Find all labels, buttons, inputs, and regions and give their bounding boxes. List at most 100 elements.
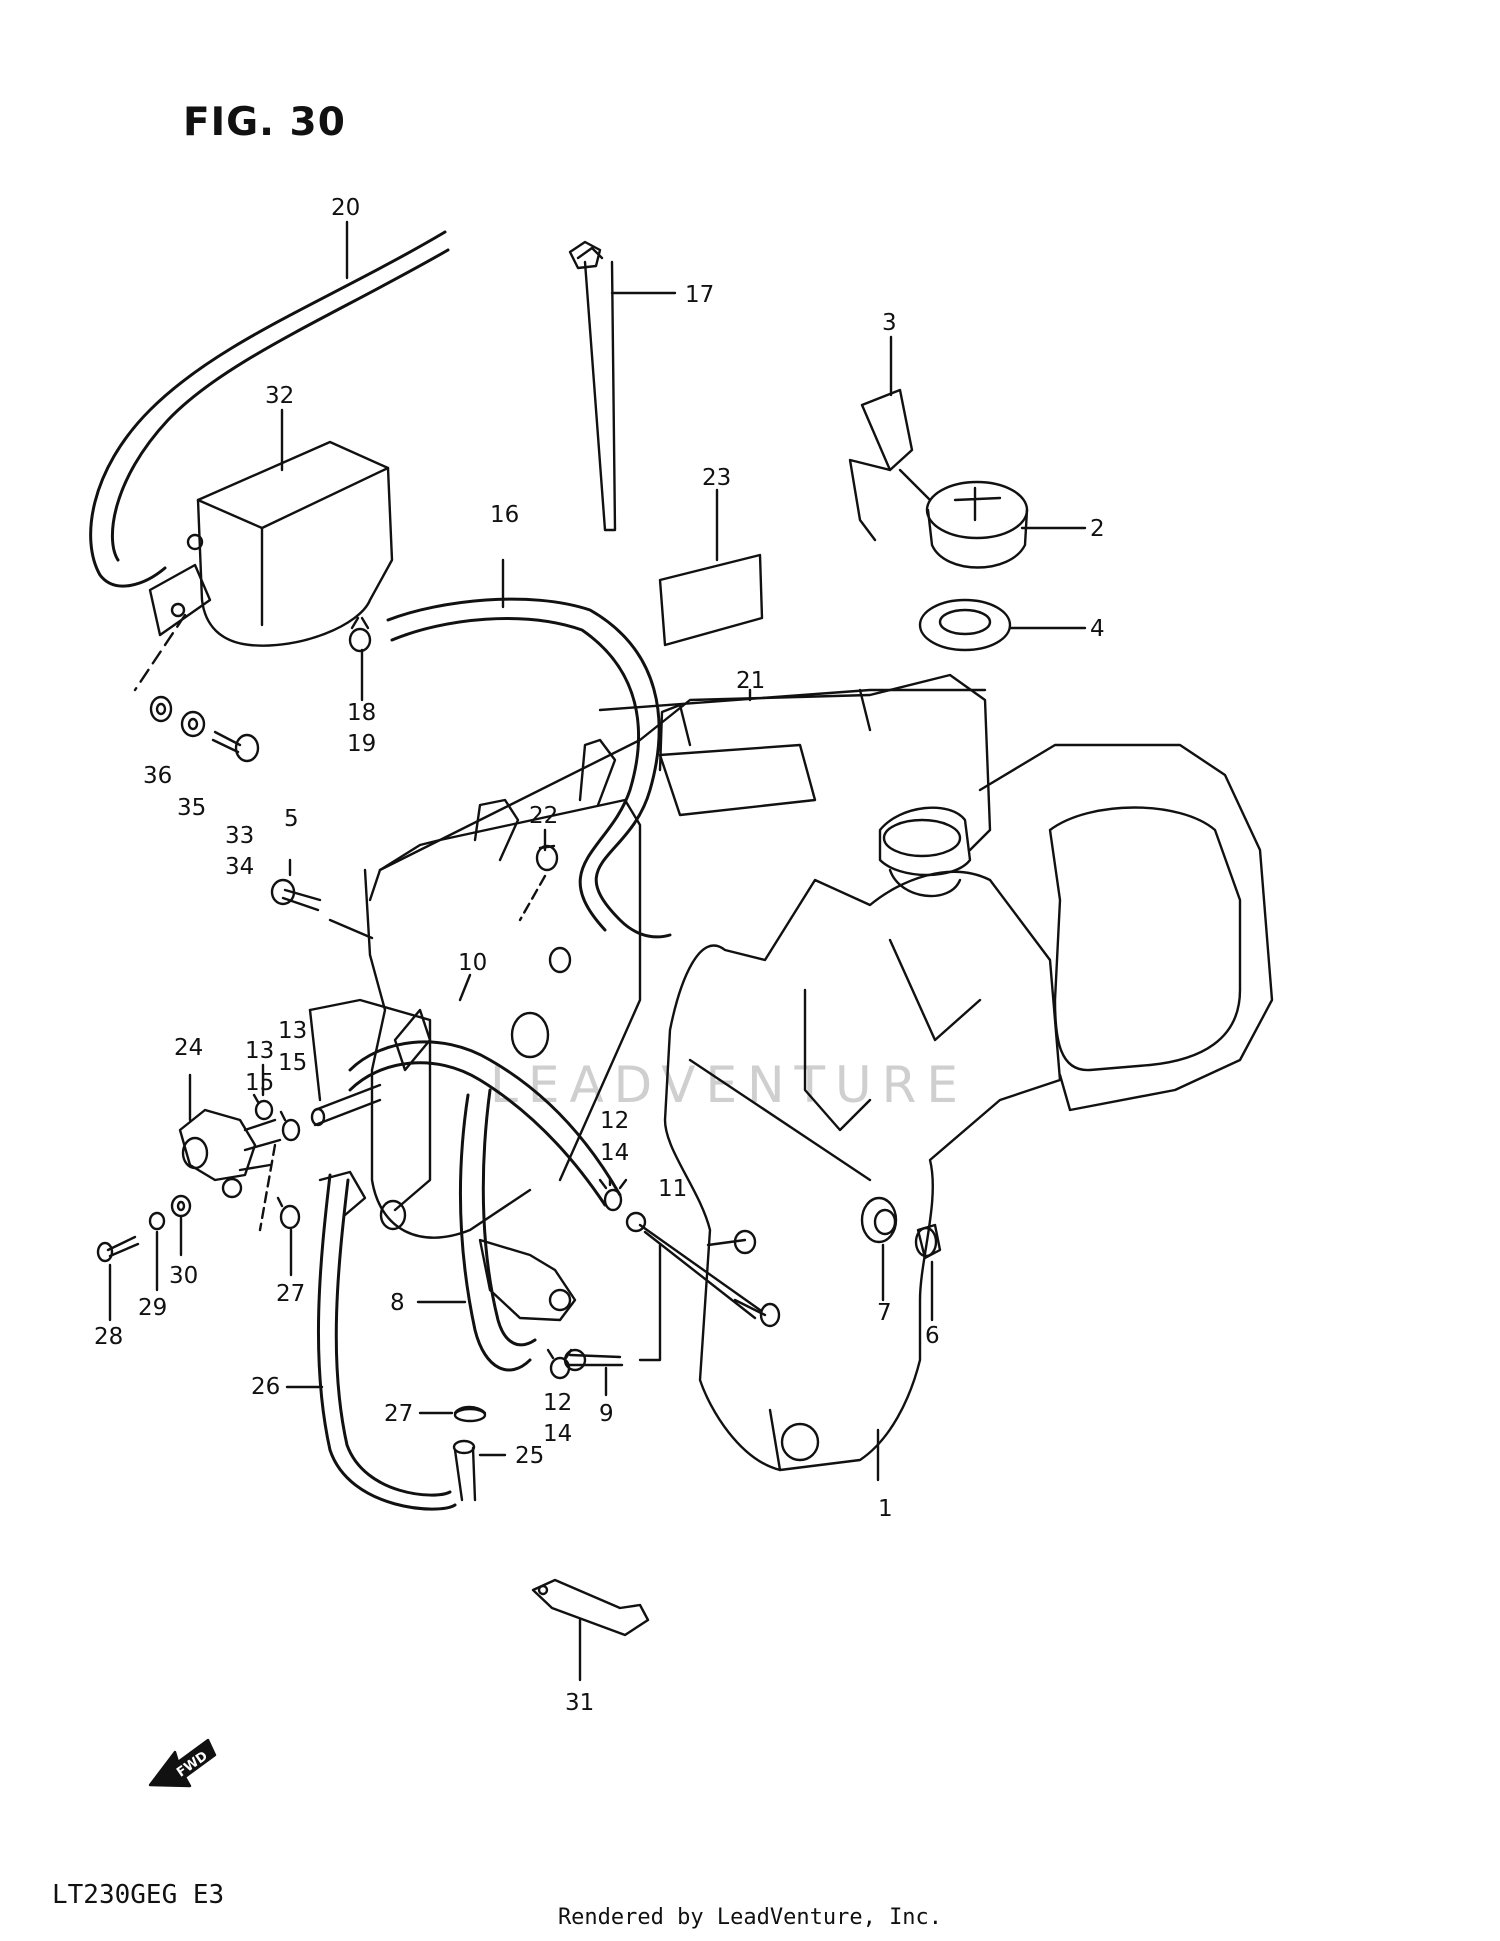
callout-23: 23 [702,465,731,491]
hose-cock-end [310,1107,326,1127]
callout-21: 21 [736,668,765,694]
callout-14-b: 14 [543,1421,572,1447]
callout-10: 10 [458,950,487,976]
clip-13-15-a [252,1093,274,1121]
breather-hose-20-inner [111,248,450,562]
washer-30 [170,1194,192,1218]
bolt-tank-a [706,1229,757,1255]
washer-36 [149,695,173,723]
fuel-hose-16-inner [390,617,641,932]
callout-2: 2 [1090,516,1105,542]
leader-13-15-b [258,1143,277,1232]
callout-4: 4 [1090,616,1105,642]
callout-1: 1 [878,1496,893,1522]
callout-30: 30 [169,1263,198,1289]
cable-tie-17 [568,240,617,532]
fuel-line-26 [316,1173,457,1511]
callout-20: 20 [331,195,360,221]
bolt-5 [270,878,322,912]
strap-31 [531,1578,650,1637]
fuel-cock-24 [178,1108,282,1199]
hook-c [658,703,692,772]
bracket-lower [478,1238,577,1322]
callout-5: 5 [284,806,299,832]
hose-end-26 [318,1170,367,1217]
callout-24: 24 [174,1035,203,1061]
callout-29: 29 [138,1295,167,1321]
grommet-7 [860,1196,898,1244]
canister-32 [148,440,394,647]
callout-36: 36 [143,763,172,789]
watermark-text: LEADVENTURE [490,1056,968,1114]
bolt-11 [625,1211,762,1320]
callout-11: 11 [658,1176,687,1202]
bolt-9 [563,1348,624,1372]
callout-33: 33 [225,823,254,849]
collar-6 [914,1223,942,1260]
callout-3: 3 [882,310,897,336]
callout-31: 31 [565,1690,594,1716]
callout-7: 7 [877,1300,892,1326]
callout-13-b: 13 [278,1018,307,1044]
callout-17: 17 [685,282,714,308]
callout-19: 19 [347,731,376,757]
bolt-tank-b [733,1298,781,1328]
leader-22 [518,874,547,922]
hook-a [473,798,520,862]
leader-canister [133,613,187,692]
leader-11 [638,1243,662,1362]
figure-title: FIG. 30 [183,100,346,145]
callout-16: 16 [490,502,519,528]
fuel-cap-2 [925,480,1029,569]
footer-credit: Rendered by LeadVenture, Inc. [557,1905,943,1930]
fuel-tank-1 [663,743,1274,1472]
fuel-line-26-b [334,1178,452,1497]
callout-28: 28 [94,1324,123,1350]
callout-13-a: 13 [245,1038,274,1064]
callout-12-a: 12 [600,1108,629,1134]
hose-8-c [481,1088,537,1347]
fwd-arrow-icon: FWD [148,1738,217,1788]
hose-8-b [459,1093,532,1372]
breather-hose-20 [89,230,447,588]
clip-13-15-b [279,1110,301,1142]
callout-25: 25 [515,1443,544,1469]
screw-28 [96,1235,140,1263]
hose-cock [313,1083,382,1127]
callout-34: 34 [225,854,254,880]
bolt-33 [211,730,260,763]
pad-23 [658,553,764,647]
hose-8-d [348,1061,607,1207]
callout-18: 18 [347,700,376,726]
fuel-hose-16 [386,597,672,939]
cap-strap-3 [848,388,932,542]
washer-29 [148,1211,166,1231]
callout-27-b: 27 [384,1401,413,1427]
fitting-25 [452,1439,477,1502]
washer-12-14-a [598,1178,628,1212]
callout-15-a: 15 [245,1070,274,1096]
hose-8 [348,1040,622,1197]
leader-10 [458,973,472,1002]
clamp-18 [348,616,372,653]
callout-6: 6 [925,1323,940,1349]
clamp-27-a [276,1196,301,1230]
callout-32: 32 [265,383,294,409]
callout-26: 26 [251,1374,280,1400]
clamp-27-b [453,1405,487,1423]
washer-35 [180,710,206,738]
model-code: LT230GEG E3 [52,1880,225,1910]
washer-12-14-b [546,1348,573,1380]
callout-12-b: 12 [543,1390,572,1416]
hook-b [578,738,617,807]
nut-22 [535,844,559,872]
gasket-4 [918,598,1012,652]
frame-bracket-10 [308,798,642,1239]
leader-5b [328,918,374,940]
bracket-21 [368,673,992,902]
callout-22: 22 [529,803,558,829]
callout-15-b: 15 [278,1050,307,1076]
callout-9: 9 [599,1401,614,1427]
callout-27-a: 27 [276,1281,305,1307]
